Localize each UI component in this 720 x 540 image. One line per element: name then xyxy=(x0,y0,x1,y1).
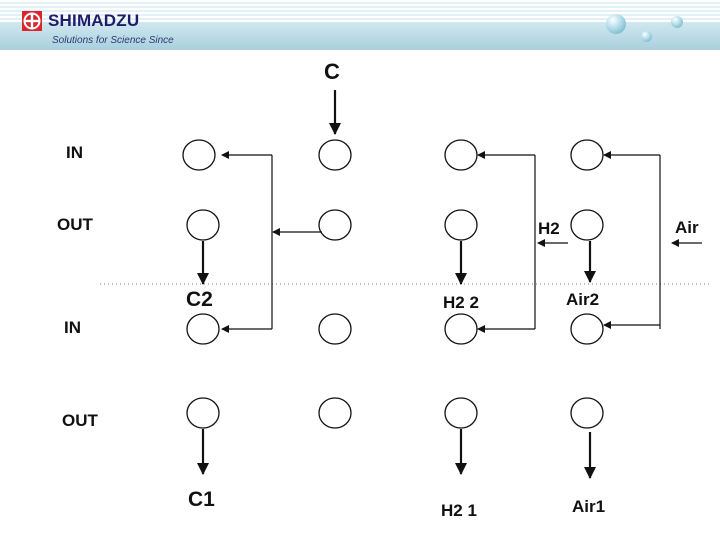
label-h2-2: H2 2 xyxy=(443,293,479,312)
decorative-bubble xyxy=(606,14,626,34)
port-circle xyxy=(570,313,604,345)
port-circle xyxy=(318,209,352,241)
port-circle xyxy=(186,209,220,241)
label-out-lower: OUT xyxy=(62,411,99,430)
port-circle xyxy=(570,209,604,241)
label-air: Air xyxy=(675,218,699,237)
port-circle xyxy=(444,209,478,241)
port-circle xyxy=(182,139,216,171)
label-h2: H2 xyxy=(538,219,560,238)
port-circle xyxy=(444,313,478,345)
label-c2: C2 xyxy=(186,288,213,311)
label-in-upper: IN xyxy=(66,143,83,162)
shimadzu-logo-icon xyxy=(22,11,42,31)
label-air2: Air2 xyxy=(566,290,599,309)
header-stripes xyxy=(0,0,720,22)
port-circle xyxy=(318,313,352,345)
decorative-bubble xyxy=(671,16,683,28)
port-circle xyxy=(570,139,604,171)
label-h2-1: H2 1 xyxy=(441,501,477,520)
port-circle xyxy=(444,139,478,171)
port-circle xyxy=(318,397,352,429)
header-banner: SHIMADZU Solutions for Science Since xyxy=(0,0,720,50)
port-circle xyxy=(186,397,220,429)
label-air1: Air1 xyxy=(572,497,605,516)
label-out-upper: OUT xyxy=(57,215,94,234)
port-circle xyxy=(570,397,604,429)
port-circle xyxy=(444,397,478,429)
decorative-bubble xyxy=(641,31,652,42)
brand-tagline: Solutions for Science Since xyxy=(52,35,174,46)
port-circle xyxy=(318,139,352,171)
label-in-lower: IN xyxy=(64,318,81,337)
brand-name: SHIMADZU xyxy=(48,11,140,30)
label-c1: C1 xyxy=(188,488,215,511)
port-circle xyxy=(186,313,220,345)
label-c: C xyxy=(324,59,340,84)
